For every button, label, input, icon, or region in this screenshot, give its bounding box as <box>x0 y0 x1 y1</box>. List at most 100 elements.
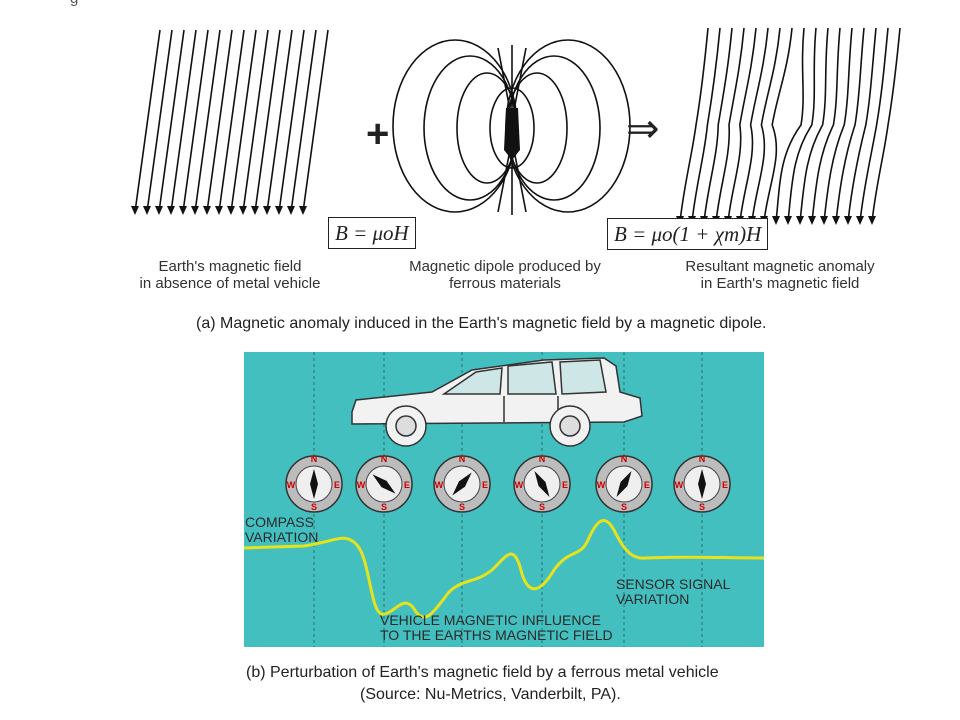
compass-variation-line1: COMPASS <box>245 514 314 530</box>
label-dipole-line1: Magnetic dipole produced by <box>409 258 601 275</box>
compass-south-label: S <box>459 502 465 512</box>
compass: N S E W <box>673 454 731 513</box>
compass-south-label: S <box>621 502 627 512</box>
caption-a: (a) Magnetic anomaly induced in the Eart… <box>196 315 767 332</box>
field-arrowhead <box>251 206 259 215</box>
compass-east-label: E <box>334 480 340 490</box>
compass-east-label: E <box>644 480 650 490</box>
field-arrowhead <box>844 216 852 225</box>
compass-north-label: N <box>699 454 706 464</box>
field-arrowhead <box>143 206 151 215</box>
compass-needle <box>452 472 472 496</box>
compass-west-label: W <box>357 480 366 490</box>
field-arrowhead <box>191 206 199 215</box>
earth-field-lines <box>131 29 329 215</box>
earth-field-line <box>158 29 185 213</box>
caption-b-line2: (Source: Nu-Metrics, Vanderbilt, PA). <box>360 686 621 703</box>
resultant-field-line <box>871 27 901 223</box>
compass-south-label: S <box>311 502 317 512</box>
vehicle-influence-label: VEHICLE MAGNETIC INFLUENCE TO THE EARTHS… <box>380 613 613 643</box>
compass: N S E W <box>285 454 343 513</box>
label-dipole-line2: ferrous materials <box>449 275 561 292</box>
earth-field-line <box>182 29 209 213</box>
field-arrowhead <box>287 206 295 215</box>
resultant-field-line <box>847 27 877 223</box>
field-arrowhead <box>263 206 271 215</box>
earth-field-line <box>134 29 161 213</box>
compass-needle <box>616 471 632 497</box>
field-arrowhead <box>808 216 816 225</box>
earth-field-line <box>278 29 305 213</box>
field-arrowhead <box>155 206 163 215</box>
resultant-field-line <box>691 27 721 223</box>
compass-west-label: W <box>287 480 296 490</box>
earth-field-line <box>254 29 281 213</box>
label-earth-line2: in absence of metal vehicle <box>139 275 321 292</box>
car-illustration <box>351 357 643 447</box>
earth-field-line <box>218 29 245 213</box>
label-resultant: Resultant magnetic anomaly in Earth's ma… <box>650 258 910 292</box>
panel-a-drawing <box>131 27 901 225</box>
earth-field-line <box>194 29 221 213</box>
earth-field-line <box>170 29 197 213</box>
dipole-field-lines <box>392 39 631 215</box>
resultant-field-line <box>859 27 889 223</box>
field-arrowhead <box>796 216 804 225</box>
compass-west-label: W <box>597 480 606 490</box>
resultant-field-line <box>823 27 853 223</box>
earth-field-line <box>302 29 329 213</box>
label-earth-field: Earth's magnetic field in absence of met… <box>100 258 360 292</box>
compass-north-label: N <box>311 454 318 464</box>
field-arrowhead <box>299 206 307 215</box>
compass-needle <box>534 471 550 497</box>
resultant-field-line <box>763 27 793 223</box>
plus-sign: + <box>366 112 390 156</box>
compass-north-label: N <box>539 454 546 464</box>
compass-west-label: W <box>675 480 684 490</box>
field-arrowhead <box>167 206 175 215</box>
compass-south-label: S <box>699 502 705 512</box>
field-arrowhead <box>227 206 235 215</box>
vehicle-influence-line1: VEHICLE MAGNETIC INFLUENCE <box>380 612 601 628</box>
resultant-field-line <box>787 27 817 223</box>
compass-south-label: S <box>381 502 387 512</box>
label-earth-line1: Earth's magnetic field <box>158 258 302 275</box>
earth-field-line <box>206 29 233 213</box>
field-arrowhead <box>179 206 187 215</box>
field-arrowhead <box>820 216 828 225</box>
resultant-field-line <box>739 27 769 223</box>
compass-east-label: E <box>404 480 410 490</box>
compass-east-label: E <box>722 480 728 490</box>
field-arrowhead <box>856 216 864 225</box>
compass-east-label: E <box>482 480 488 490</box>
field-arrowhead <box>772 216 780 225</box>
field-arrowhead <box>832 216 840 225</box>
compass-west-label: W <box>435 480 444 490</box>
earth-field-line <box>146 29 173 213</box>
field-arrowhead <box>215 206 223 215</box>
compass: N S E W <box>433 454 491 513</box>
compass-variation-label: COMPASS VARIATION <box>245 515 318 545</box>
label-dipole: Magnetic dipole produced by ferrous mate… <box>375 258 635 292</box>
implies-arrow: ⇒ <box>626 107 660 151</box>
label-result-line2: in Earth's magnetic field <box>700 275 860 292</box>
resultant-field-line <box>811 27 841 223</box>
resultant-field-line <box>775 27 805 223</box>
label-result-line1: Resultant magnetic anomaly <box>685 258 875 275</box>
formula-right-text: B = μo(1 + χm)H <box>614 222 762 246</box>
compass-north-label: N <box>621 454 628 464</box>
field-arrowhead <box>203 206 211 215</box>
compass-west-label: W <box>515 480 524 490</box>
compass-needle <box>310 469 318 499</box>
cropped-top-text: g <box>70 0 78 7</box>
formula-left-text: B = μoH <box>335 221 409 245</box>
formula-box-right: B = μo(1 + χm)H <box>607 218 769 250</box>
compass: N S E W <box>595 454 653 513</box>
compass-north-label: N <box>459 454 466 464</box>
compass-variation-line2: VARIATION <box>245 529 319 545</box>
